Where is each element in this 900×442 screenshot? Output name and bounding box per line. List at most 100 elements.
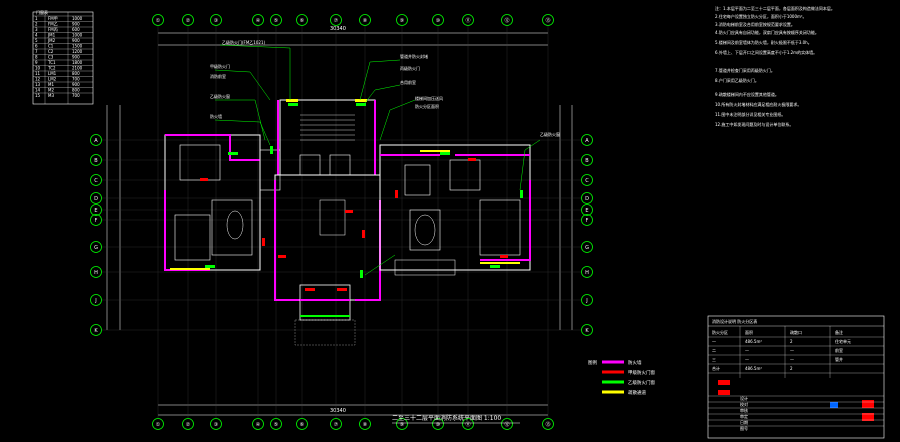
schedule-cell: 700 [72,77,80,82]
bottom-axis-bubble: ⑨ [396,418,408,430]
svg-text:③: ③ [214,422,218,428]
svg-text:②: ② [186,18,191,24]
legend-item: 疏散通道 [602,389,646,396]
schedule-cell: 900 [72,82,80,87]
schedule-cell: 700 [72,93,80,98]
schedule-cell: 12 [35,77,41,82]
svg-text:⑪: ⑪ [465,421,470,428]
schedule-cell: LM1 [48,71,57,76]
schedule-cell: 1500 [72,44,83,49]
schedule-cell: 5 [35,38,38,43]
svg-text:⑫: ⑫ [504,421,509,428]
tb-red-swatch [718,380,730,385]
bottom-axis-bubble: ⑦ [330,418,342,430]
schedule-cell: 2 [35,22,38,27]
top-axis-bubble: ⑬ [542,14,554,26]
svg-text:乙级防火窗: 乙级防火窗 [540,131,560,137]
title-block-cell: — [745,357,749,362]
svg-text:⑩: ⑩ [436,18,441,24]
schedule-cell: 11 [35,71,41,76]
title-block-footer-cell: 审定 [740,413,748,419]
svg-text:C: C [94,178,98,184]
schedule-cell: 1000 [72,16,83,21]
right-axis-bubble: G [581,241,593,253]
schedule-cell: 6 [35,44,38,49]
left-axis-bubble: A [90,134,102,146]
right-axis-bubble: K [581,324,593,336]
schedule-cell: 1000 [72,33,83,38]
svg-text:管道井防火封堵: 管道井防火封堵 [400,53,428,59]
tb-blue-mark [830,402,838,408]
schedule-cell: M2 [48,88,54,93]
floor-plan: 乙级防火门(FM乙1021) 甲级防火门 消防前室 乙级防火窗 防火墙 管道井防… [164,39,560,346]
title-block-footer-cell: 设计 [740,395,748,401]
svg-text:⑪: ⑪ [465,17,470,24]
schedule-cell: JM1 [47,33,56,38]
schedule-cell: FM丙 [48,27,58,32]
schedule-cell: 1 [35,16,38,21]
schedule-cell: 15 [35,93,41,98]
title-block-cell: 管井 [835,356,843,362]
svg-text:①: ① [156,422,161,428]
top-axis-bubble: ⑥ [296,14,308,26]
svg-text:H: H [94,270,98,276]
note-line: 7.管道井检查门采用丙级防火门。 [715,67,775,73]
svg-text:防火墙: 防火墙 [210,113,222,119]
title-block-footer-cell: 校对 [740,401,748,407]
svg-text:乙级防火门窗: 乙级防火门窗 [628,379,655,386]
svg-text:⑦: ⑦ [334,422,339,428]
title-block-cell: 2 [790,339,793,344]
title-block-cell: 二 [712,348,716,353]
svg-text:⑧: ⑧ [363,422,368,428]
top-axis-bubble: ⑫ [501,14,513,26]
schedule-cell: C3 [48,55,54,60]
top-axis-bubble: ① [152,14,164,26]
title-block-header: 消防设计说明 防火分区表 [712,318,757,324]
svg-text:⑤: ⑤ [274,422,278,428]
bottom-axis-bubble: ⑪ [462,418,474,430]
svg-text:D: D [585,196,589,202]
legend-item: 图例防火墙 [588,359,642,366]
schedule-cell: M1 [48,82,54,87]
schedule-cell: M3 [48,93,54,98]
schedule-cell: 800 [72,88,80,93]
annotation-texts: 乙级防火门(FM乙1021) 甲级防火门 消防前室 乙级防火窗 防火墙 管道井防… [210,39,560,137]
svg-text:K: K [94,328,98,334]
bottom-axis-bubble: ⑬ [542,418,554,430]
top-axis-bubble: ⑦ [330,14,342,26]
tb-red-stamp-2 [862,413,874,421]
svg-text:A: A [585,138,589,144]
right-axis-bubble: E [581,204,593,216]
schedule-cell: LM2 [48,77,57,82]
svg-text:④: ④ [256,18,261,24]
svg-text:J: J [94,298,96,304]
right-axis-bubble: D [581,192,593,204]
dimension-lines [106,32,573,416]
yellow-markers [170,99,520,270]
bottom-axis-bubble: ① [152,418,164,430]
legend: 图例防火墙甲级防火门窗乙级防火门窗疏散通道 [588,359,655,396]
schedule-cell: 10 [35,66,41,71]
schedule-cell: 900 [72,38,80,43]
schedule-cell: 7 [35,49,38,54]
svg-text:合用前室: 合用前室 [400,79,416,85]
svg-text:⑨: ⑨ [400,18,404,24]
right-axis-bubble: A [581,134,593,146]
schedule-cell: 800 [72,71,80,76]
svg-text:⑥: ⑥ [300,18,305,24]
svg-text:甲级防火门窗: 甲级防火门窗 [628,369,655,376]
title-block-cell: 防火分区 [712,329,728,335]
title-block-cell: 486.5m² [745,339,762,344]
note-line: 11.图中未注明部分详见相关专业图纸。 [715,111,785,117]
note-line: 12.施工中如发现问题及时与设计单位联系。 [715,121,793,127]
svg-text:⑤: ⑤ [274,18,278,24]
bottom-axis-bubble: ⑤ [270,418,282,430]
svg-text:B: B [585,158,589,164]
schedule-cell: 1800 [72,60,83,65]
